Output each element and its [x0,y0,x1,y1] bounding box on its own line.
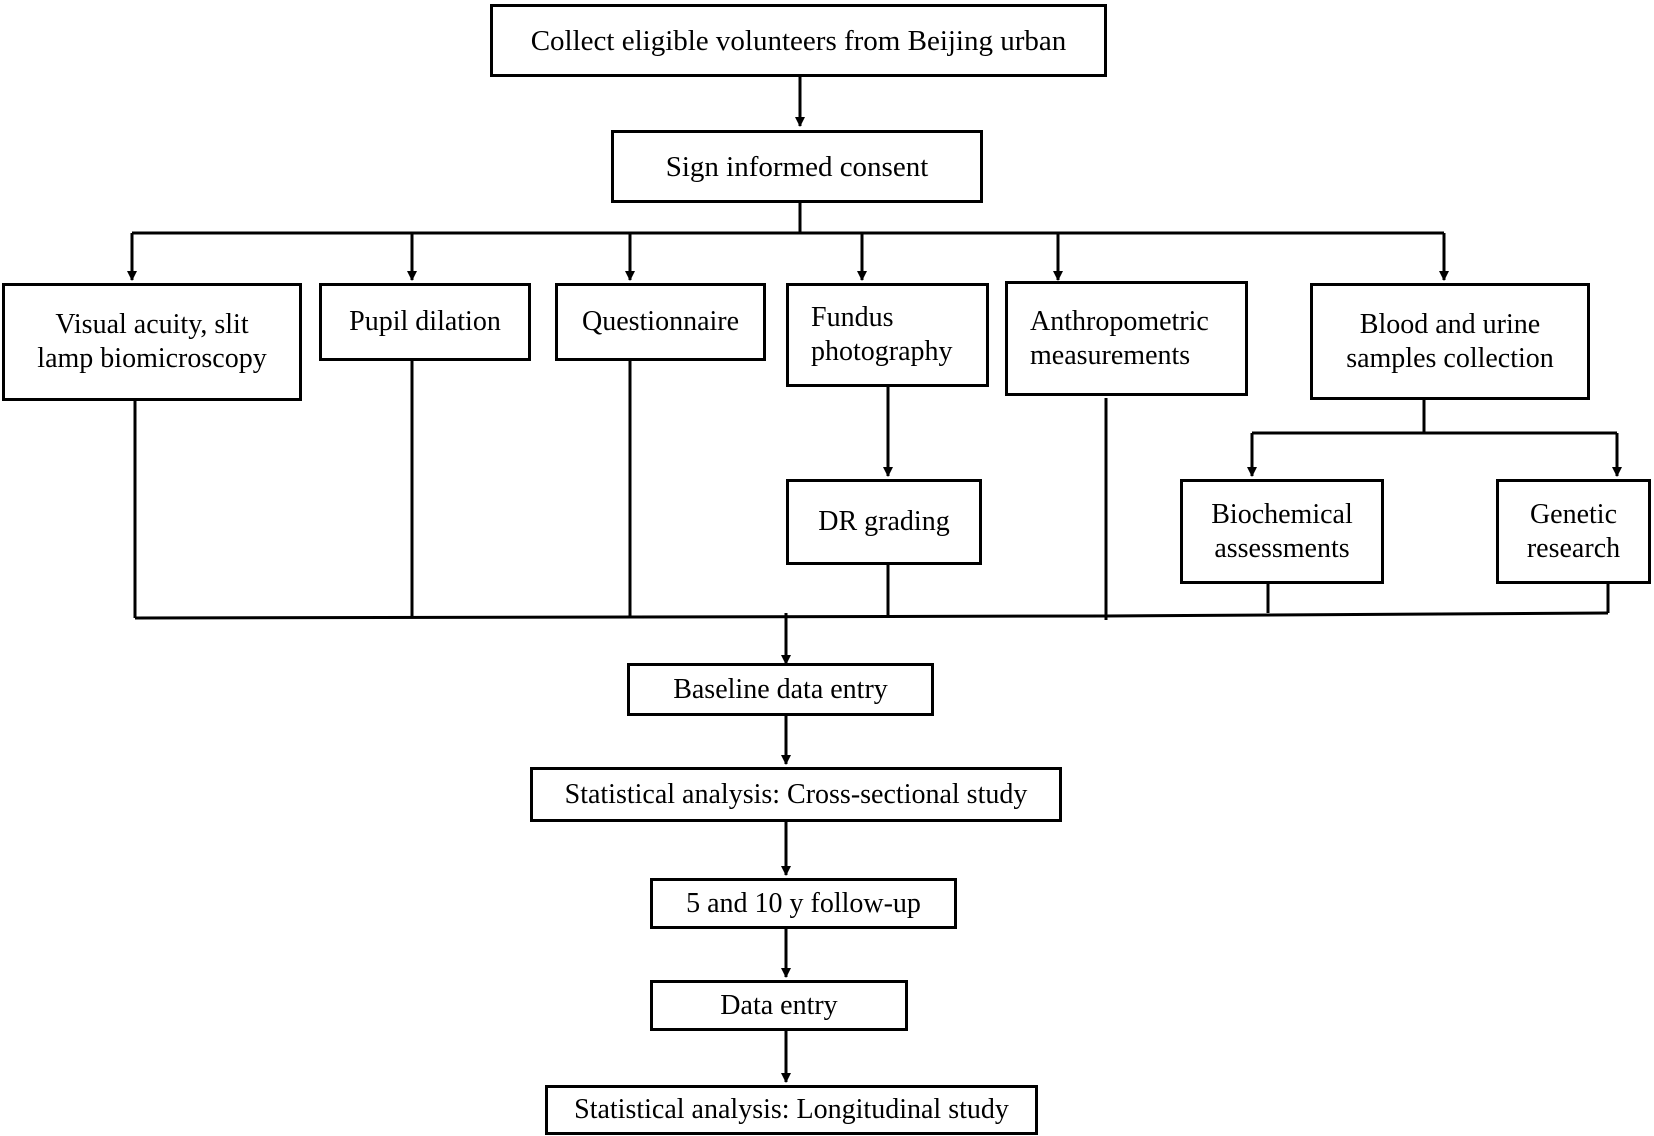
node-follow-up: 5 and 10 y follow-up [650,878,957,929]
node-cross-sectional: Statistical analysis: Cross-sectional st… [530,767,1062,822]
node-genetic-research: Genetic research [1496,479,1651,584]
node-questionnaire: Questionnaire [555,283,766,361]
node-anthropometric: Anthropometric measurements [1005,281,1248,396]
node-baseline-data-entry: Baseline data entry [627,663,934,716]
node-visual-acuity: Visual acuity, slit lamp biomicroscopy [2,283,302,401]
node-longitudinal: Statistical analysis: Longitudinal study [545,1085,1038,1135]
node-blood-urine: Blood and urine samples collection [1310,283,1590,400]
node-data-entry: Data entry [650,980,908,1031]
node-sign-consent: Sign informed consent [611,130,983,203]
node-dr-grading: DR grading [786,479,982,565]
node-pupil-dilation: Pupil dilation [319,283,531,361]
node-collect-volunteers: Collect eligible volunteers from Beijing… [490,4,1107,77]
collector-bus [134,611,1609,620]
node-fundus-photography: Fundus photography [786,283,989,387]
node-biochemical: Biochemical assessments [1180,479,1384,584]
